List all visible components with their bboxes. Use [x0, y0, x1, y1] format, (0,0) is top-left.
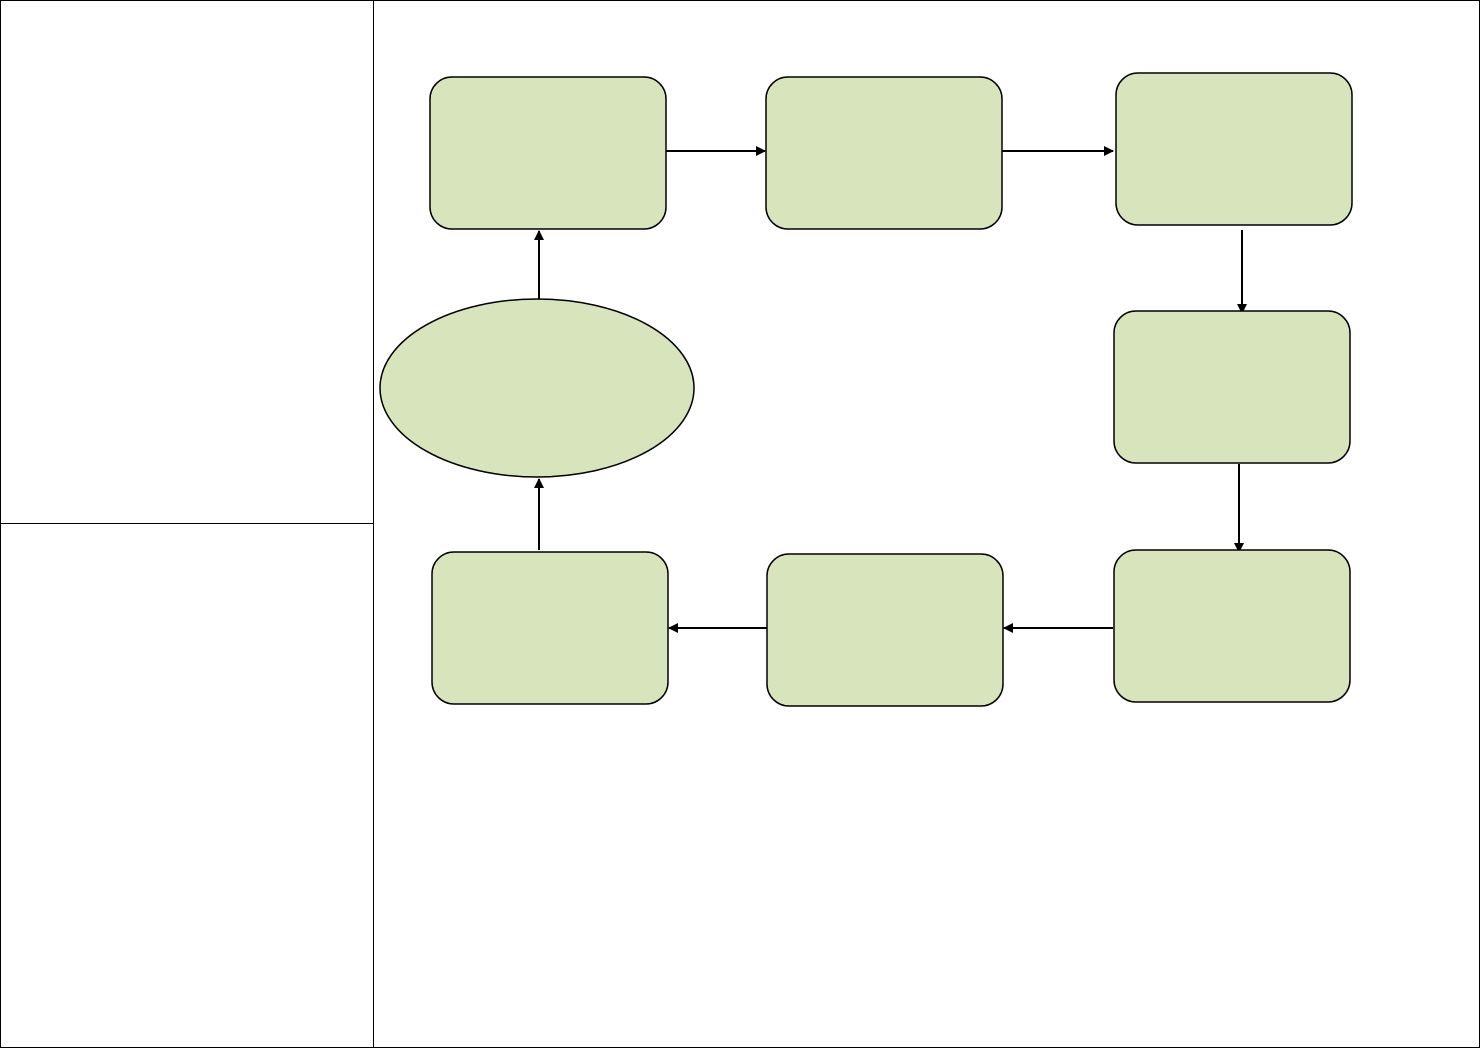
- nodes: [379, 72, 1353, 707]
- start-ellipse: [379, 298, 695, 478]
- step-2-box: [765, 76, 1003, 230]
- connectors: [534, 146, 1247, 633]
- step-5-box: [1113, 549, 1351, 703]
- step-4-box: [1113, 310, 1351, 464]
- step-1-box: [429, 76, 667, 230]
- step-7-box: [431, 551, 669, 705]
- step-3-box: [1115, 72, 1353, 226]
- step-6-box: [766, 553, 1004, 707]
